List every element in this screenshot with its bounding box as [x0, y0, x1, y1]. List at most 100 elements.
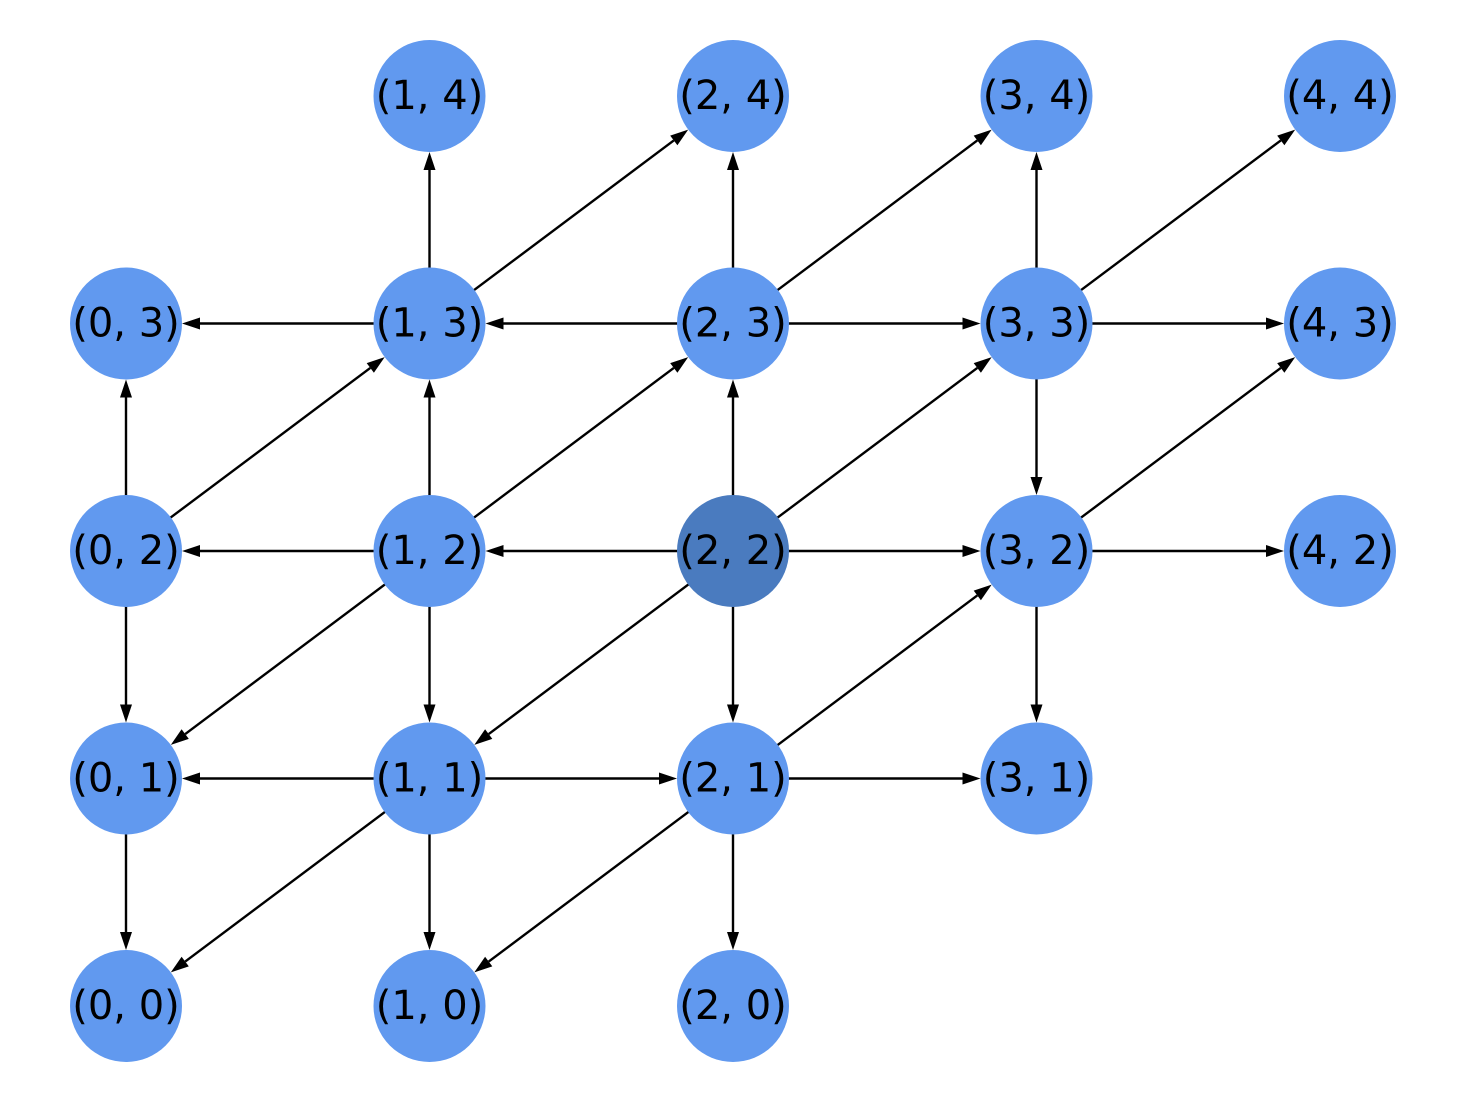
graph-node: (2, 1): [677, 722, 789, 835]
edge-line: [169, 366, 372, 520]
graph-node: (1, 2): [373, 495, 486, 607]
node-label: (4, 4): [1286, 73, 1394, 119]
edge-arrow: [787, 317, 981, 330]
arrowhead: [973, 584, 992, 601]
edge-arrow: [1079, 357, 1296, 520]
node-label: (1, 4): [376, 73, 484, 119]
edge-arrow: [484, 772, 677, 785]
arrowhead: [962, 545, 981, 557]
edge-arrow: [776, 584, 992, 747]
edge-arrow: [120, 833, 132, 950]
edge-line: [776, 366, 979, 520]
edge-line: [1079, 139, 1282, 292]
arrowhead: [423, 932, 436, 950]
node-circle: [677, 722, 789, 835]
arrowhead: [423, 704, 436, 723]
edge-line: [472, 139, 675, 292]
edge-arrow: [485, 317, 679, 330]
arrowhead: [485, 545, 504, 557]
arrowhead: [423, 379, 436, 398]
edge-line: [776, 594, 979, 747]
node-label: (0, 0): [72, 983, 180, 1029]
graph-node: (2, 3): [677, 267, 789, 380]
edge-arrow: [169, 357, 385, 520]
edge-arrow: [1030, 152, 1043, 269]
node-label: (4, 2): [1286, 528, 1394, 574]
arrowhead: [1266, 317, 1284, 330]
graph-node: (3, 2): [980, 495, 1093, 607]
graph-node: (1, 3): [373, 267, 486, 380]
node-label: (1, 1): [376, 756, 484, 802]
node-label: (2, 4): [679, 73, 787, 119]
node-circle: [1284, 267, 1396, 380]
arrowhead: [659, 772, 677, 785]
edge-arrow: [776, 129, 992, 292]
node-circle: [70, 267, 182, 380]
graph-node: (0, 1): [70, 722, 182, 835]
arrowhead: [1030, 704, 1043, 723]
node-label: (0, 3): [72, 301, 180, 347]
nodes-layer: (1, 4)(2, 4)(3, 4)(4, 4)(0, 3)(1, 3)(2, …: [70, 40, 1396, 1062]
arrowhead: [973, 129, 992, 146]
arrowhead: [962, 317, 981, 330]
arrowhead: [727, 932, 739, 950]
edge-arrow: [727, 379, 739, 497]
arrowhead: [670, 129, 689, 146]
graph-node: (1, 0): [373, 950, 486, 1062]
graph-node: (1, 1): [373, 722, 486, 835]
edge-line: [472, 366, 675, 520]
node-circle: [677, 40, 789, 152]
edge-line: [1079, 366, 1282, 520]
node-circle: [980, 40, 1093, 152]
arrowhead: [120, 704, 132, 723]
edge-arrow: [1091, 545, 1284, 557]
edge-arrow: [182, 317, 375, 330]
node-circle: [373, 950, 486, 1062]
edge-arrow: [776, 357, 992, 520]
edge-arrow: [423, 833, 436, 950]
edge-arrow: [727, 152, 739, 269]
edge-arrow: [787, 545, 981, 557]
arrowhead: [366, 357, 385, 373]
edge-arrow: [182, 545, 375, 557]
edge-arrow: [727, 605, 739, 723]
edge-arrow: [787, 772, 981, 785]
node-circle: [70, 950, 182, 1062]
node-label: (2, 2): [679, 528, 787, 574]
node-label: (2, 3): [679, 301, 787, 347]
graph-node: (1, 4): [373, 40, 486, 152]
arrowhead: [120, 379, 132, 398]
edge-arrow: [120, 605, 132, 723]
node-circle: [373, 722, 486, 835]
graph-node: (4, 2): [1284, 495, 1396, 607]
node-circle: [677, 950, 789, 1062]
node-circle: [980, 495, 1093, 607]
edge-line: [776, 139, 979, 292]
node-label: (0, 2): [72, 528, 180, 574]
edge-arrow: [1091, 317, 1284, 330]
graph-node: (0, 0): [70, 950, 182, 1062]
arrowhead: [727, 152, 739, 170]
edge-arrow: [474, 810, 690, 973]
arrowhead: [474, 956, 493, 973]
node-label: (2, 1): [679, 756, 787, 802]
edge-arrow: [170, 582, 387, 745]
edge-arrow: [170, 810, 387, 973]
node-circle: [373, 495, 486, 607]
graph-node: (2, 4): [677, 40, 789, 152]
highlighted-node-circle: [677, 495, 789, 607]
node-circle: [980, 267, 1093, 380]
arrowhead: [1266, 545, 1284, 557]
edge-arrow: [423, 152, 436, 269]
arrowhead: [1030, 477, 1043, 495]
node-label: (0, 1): [72, 756, 180, 802]
edge-arrow: [1030, 605, 1043, 723]
graph-node: (3, 3): [980, 267, 1093, 380]
edge-arrow: [423, 605, 436, 723]
arrowhead: [727, 379, 739, 398]
graph-node: (4, 4): [1284, 40, 1396, 152]
arrowhead: [973, 357, 992, 373]
graph-node: (4, 3): [1284, 267, 1396, 380]
node-circle: [1284, 495, 1396, 607]
